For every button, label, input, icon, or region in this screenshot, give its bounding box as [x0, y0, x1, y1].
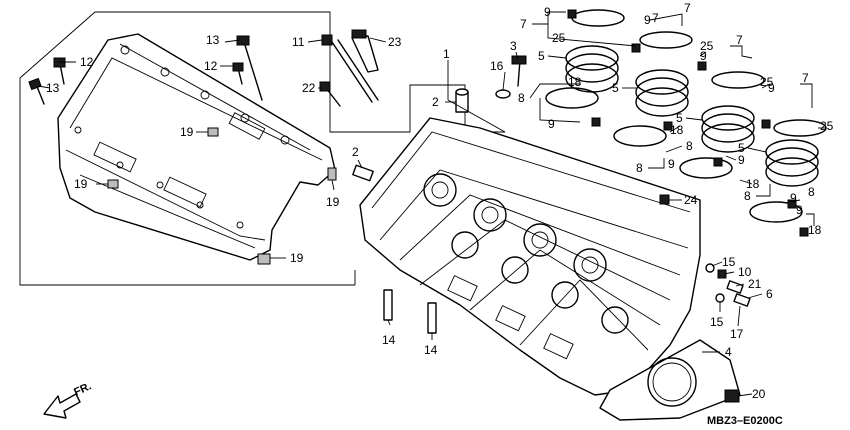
callout-label: 7	[736, 33, 743, 47]
cylinder-head	[359, 117, 701, 396]
drawing-code-label: MBZ3–E0200C	[707, 415, 783, 427]
callout-label: 7	[652, 11, 659, 25]
callout-label: 11	[292, 35, 305, 49]
callout-label: 9	[768, 81, 775, 95]
callout-label: 19	[290, 251, 304, 265]
callout-label: 6	[766, 287, 773, 301]
callout-label: 22	[302, 81, 316, 95]
callout-label: 20	[752, 387, 766, 401]
callout-label: 7	[520, 17, 527, 31]
callout-label: 19	[326, 195, 340, 209]
callout-label: 5	[738, 141, 745, 155]
callout-label: 7	[684, 1, 691, 15]
callout-label: 14	[382, 333, 396, 347]
callout-labels: 1 2 2 3 4 5 5 5 5 6 7 7 7 7 7 8 8 8 8 8 …	[46, 1, 834, 401]
callout-label: 8	[686, 139, 693, 153]
callout-label: 9	[544, 5, 551, 19]
callout-label: 1	[443, 47, 450, 61]
callout-label: 9	[700, 49, 707, 63]
callout-label: 18	[746, 177, 760, 191]
direction-mark-label: FR.	[72, 380, 93, 398]
callout-label: 5	[612, 81, 619, 95]
callout-label: 9	[548, 117, 555, 131]
callout-label: 4	[725, 345, 732, 359]
callout-label: 18	[568, 75, 582, 89]
callout-label: 2	[352, 145, 359, 159]
callout-label: 21	[748, 277, 762, 291]
assembly-frame	[19, 11, 505, 286]
callout-label: 25	[552, 31, 566, 45]
callout-label: 9	[668, 157, 675, 171]
callout-label: 5	[676, 111, 683, 125]
callout-label: 19	[180, 125, 194, 139]
callout-label: 24	[684, 193, 698, 207]
callout-label: 9	[796, 203, 803, 217]
cylinder-head-cover	[57, 33, 336, 261]
callout-label: 15	[722, 255, 736, 269]
carburetor-insulators	[565, 45, 819, 187]
callout-label: 9	[790, 191, 797, 205]
callout-label: 2	[432, 95, 439, 109]
callout-label: 16	[490, 59, 504, 73]
head-gasket	[599, 339, 741, 421]
callout-label: 12	[204, 59, 218, 73]
callout-label: 5	[538, 49, 545, 63]
leader-lines	[37, 11, 826, 397]
cover-bolts	[28, 35, 263, 105]
callout-label: 23	[388, 35, 402, 49]
callout-label: 8	[744, 189, 751, 203]
callout-label: 10	[738, 265, 752, 279]
front-direction-arrow: FR.	[43, 380, 93, 419]
callout-label: 18	[670, 123, 684, 137]
dowel-pins	[352, 88, 469, 182]
callout-label: 13	[206, 33, 220, 47]
spark-plug-parts	[319, 29, 379, 107]
callout-label: 25	[700, 39, 714, 53]
callout-label: 13	[46, 81, 60, 95]
callout-label: 9	[738, 153, 745, 167]
callout-label: 18	[808, 223, 822, 237]
stud-bolts	[383, 289, 437, 334]
callout-label: 15	[710, 315, 724, 329]
callout-label: 3	[510, 39, 517, 53]
callout-label: 17	[730, 327, 744, 341]
callout-label: 12	[80, 55, 94, 69]
callout-label: 8	[636, 161, 643, 175]
callout-label: 14	[424, 343, 438, 357]
callout-label: 7	[802, 71, 809, 85]
callout-label: 8	[808, 185, 815, 199]
callout-label: 9	[644, 13, 651, 27]
callout-label: 8	[518, 91, 525, 105]
callout-label: 25	[820, 119, 834, 133]
callout-label: 19	[74, 177, 88, 191]
callout-label: 25	[760, 75, 774, 89]
grommets	[107, 127, 337, 265]
small-fittings	[495, 55, 751, 403]
hose-clamps	[545, 9, 827, 237]
